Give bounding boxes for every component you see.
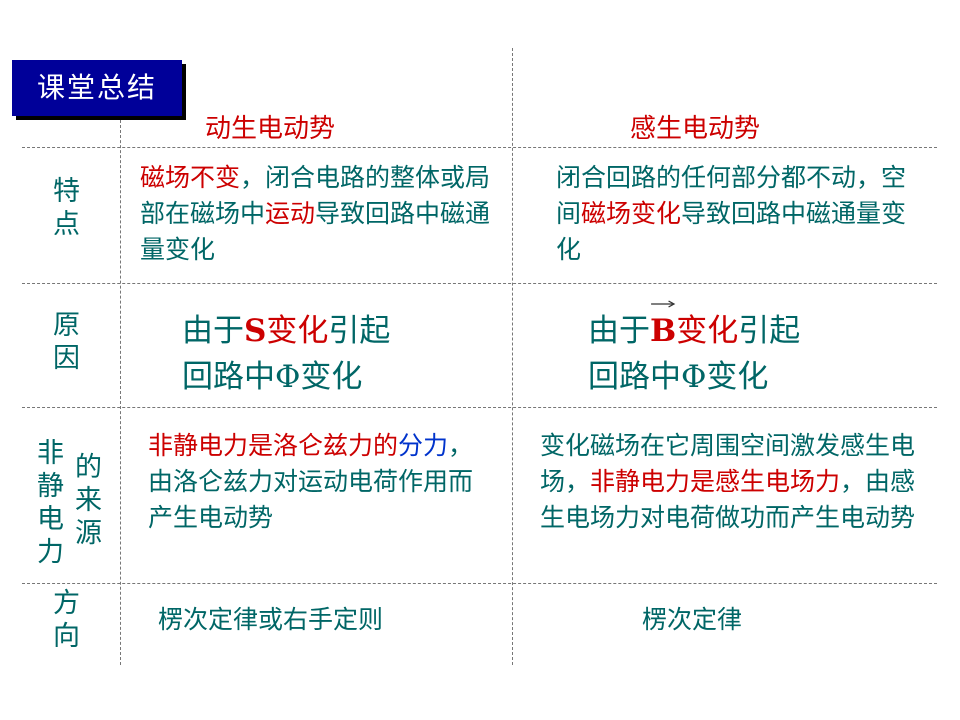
source-motional-component: 分力 [398, 431, 449, 460]
row-label-feature: 特点 [48, 176, 79, 242]
feature-motional-text: 磁场不变，闭合电路的整体或局部在磁场中运动导致回路中磁通量变化 [140, 160, 500, 268]
cause-motional-suffix: 引起 [328, 313, 391, 349]
row-divider-2 [22, 283, 937, 284]
cause-induced-change: 变化 [676, 313, 739, 349]
cause-motional-change: 变化 [266, 313, 329, 349]
row-label-cause: 原因 [48, 310, 79, 376]
row-divider-3 [22, 407, 937, 408]
cause-motional-text: 由于S变化引起 回路中Φ变化 [182, 308, 502, 400]
row-label-source-right: 的来源 [70, 452, 101, 551]
source-motional-highlight: 非静电力是洛仑兹力的 [148, 431, 399, 460]
source-induced-part1: 变化磁场在它周围空间激发感生电场， [540, 431, 916, 496]
feature-induced-highlight: 磁场变化 [581, 199, 682, 228]
direction-induced-text: 楞次定律 [642, 605, 743, 634]
row-label-direction: 方向 [48, 588, 79, 654]
cause-induced-suffix: 引起 [738, 313, 801, 349]
cause-motional-line1: 由于S变化引起 [182, 308, 502, 354]
feature-motional-part4: 导致回路中磁通量变化 [140, 199, 491, 264]
cause-induced-prefix: 由于 [588, 313, 650, 349]
column-divider-left [120, 120, 121, 665]
feature-induced-part3: 导致回路中磁通量变化 [556, 199, 907, 264]
header-induced-emf: 感生电动势 [630, 114, 761, 144]
cause-induced-line2: 回路中Φ变化 [588, 359, 769, 395]
direction-motional-text: 楞次定律或右手定则 [158, 605, 384, 634]
source-induced-highlight: 非静电力是感生电场力 [590, 467, 841, 496]
source-motional-text: 非静电力是洛仑兹力的分力，由洛仑兹力对运动电荷作用而产生电动势 [148, 428, 478, 536]
source-induced-text: 变化磁场在它周围空间激发感生电场，非静电力是感生电场力，由感生电场力对电荷做功而… [540, 428, 930, 536]
vector-b: B [650, 300, 677, 354]
header-motional-emf: 动生电动势 [205, 114, 336, 144]
source-motional-rest: ，由洛仑兹力对运动电荷作用而产生电动势 [148, 431, 474, 532]
cause-induced-symbol: B [650, 313, 677, 349]
feature-motional-motion: 运动 [265, 199, 316, 228]
row-divider-4 [22, 583, 937, 584]
feature-motional-highlight: 磁场不变 [140, 163, 241, 192]
section-badge: 课堂总结 [12, 60, 182, 116]
cause-motional-symbol: S [244, 313, 267, 349]
feature-induced-text: 闭合回路的任何部分都不动，空间磁场变化导致回路中磁通量变化 [556, 160, 916, 268]
vector-arrow-icon [651, 300, 676, 308]
source-induced-rest: ，由感生电场力对电荷做功而产生电动势 [540, 467, 916, 532]
row-divider-1 [22, 147, 937, 148]
cause-motional-line2: 回路中Φ变化 [182, 359, 363, 395]
feature-motional-part2: ，闭合电路的整体或局部在磁场中 [140, 163, 491, 228]
cause-motional-prefix: 由于 [182, 313, 244, 349]
column-divider-middle [512, 48, 513, 665]
row-label-source-left: 非静电力 [32, 438, 63, 570]
feature-induced-part1: 闭合回路的任何部分都不动，空间 [556, 163, 907, 228]
